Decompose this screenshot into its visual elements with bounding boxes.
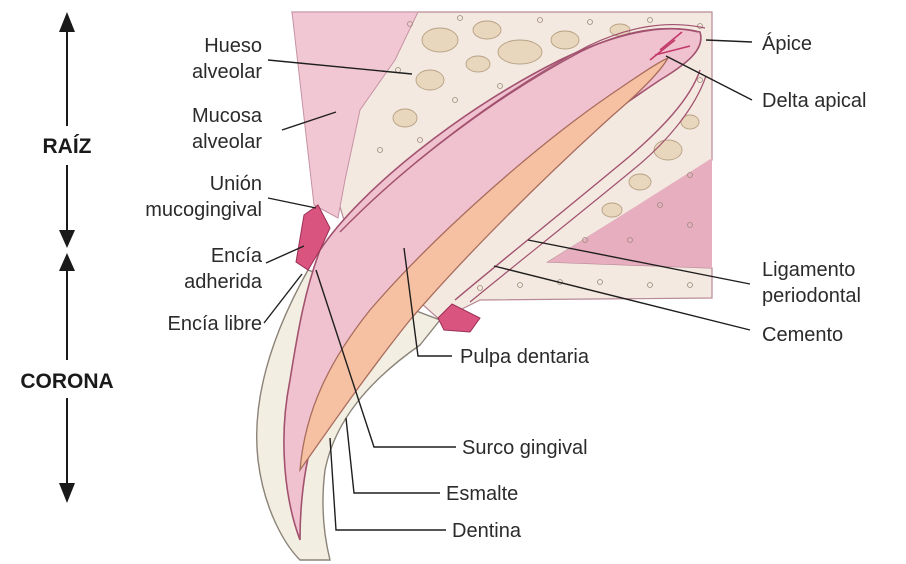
arrow-down-root-icon <box>59 230 75 248</box>
arrow-up-root-icon <box>59 12 75 32</box>
label-apice: Ápice <box>762 32 812 55</box>
label-mucosa-1: Mucosa <box>192 105 263 127</box>
label-esmalte: Esmalte <box>446 483 518 505</box>
label-surco: Surco gingival <box>462 437 588 459</box>
label-hueso-2: alveolar <box>192 61 262 83</box>
label-pulpa: Pulpa dentaria <box>460 346 590 368</box>
arrow-down-crown-icon <box>59 483 75 503</box>
label-delta-apical: Delta apical <box>762 90 867 112</box>
label-encia-adherida-1: Encía <box>211 245 263 267</box>
label-mucosa-2: alveolar <box>192 131 262 153</box>
label-union-2: mucogingival <box>145 199 262 221</box>
label-encia-libre: Encía libre <box>168 313 263 335</box>
label-encia-adherida-2: adherida <box>184 271 263 293</box>
label-hueso-1: Hueso <box>204 35 262 57</box>
crown-label: CORONA <box>20 370 113 393</box>
label-dentina: Dentina <box>452 520 522 542</box>
label-union-1: Unión <box>210 173 262 195</box>
label-cemento: Cemento <box>762 324 843 346</box>
label-ligamento-1: Ligamento <box>762 259 855 281</box>
root-label: RAÍZ <box>43 135 92 158</box>
region-axis: RAÍZ CORONA <box>20 12 113 503</box>
label-ligamento-2: periodontal <box>762 285 861 307</box>
tissue-illustration <box>257 12 712 560</box>
